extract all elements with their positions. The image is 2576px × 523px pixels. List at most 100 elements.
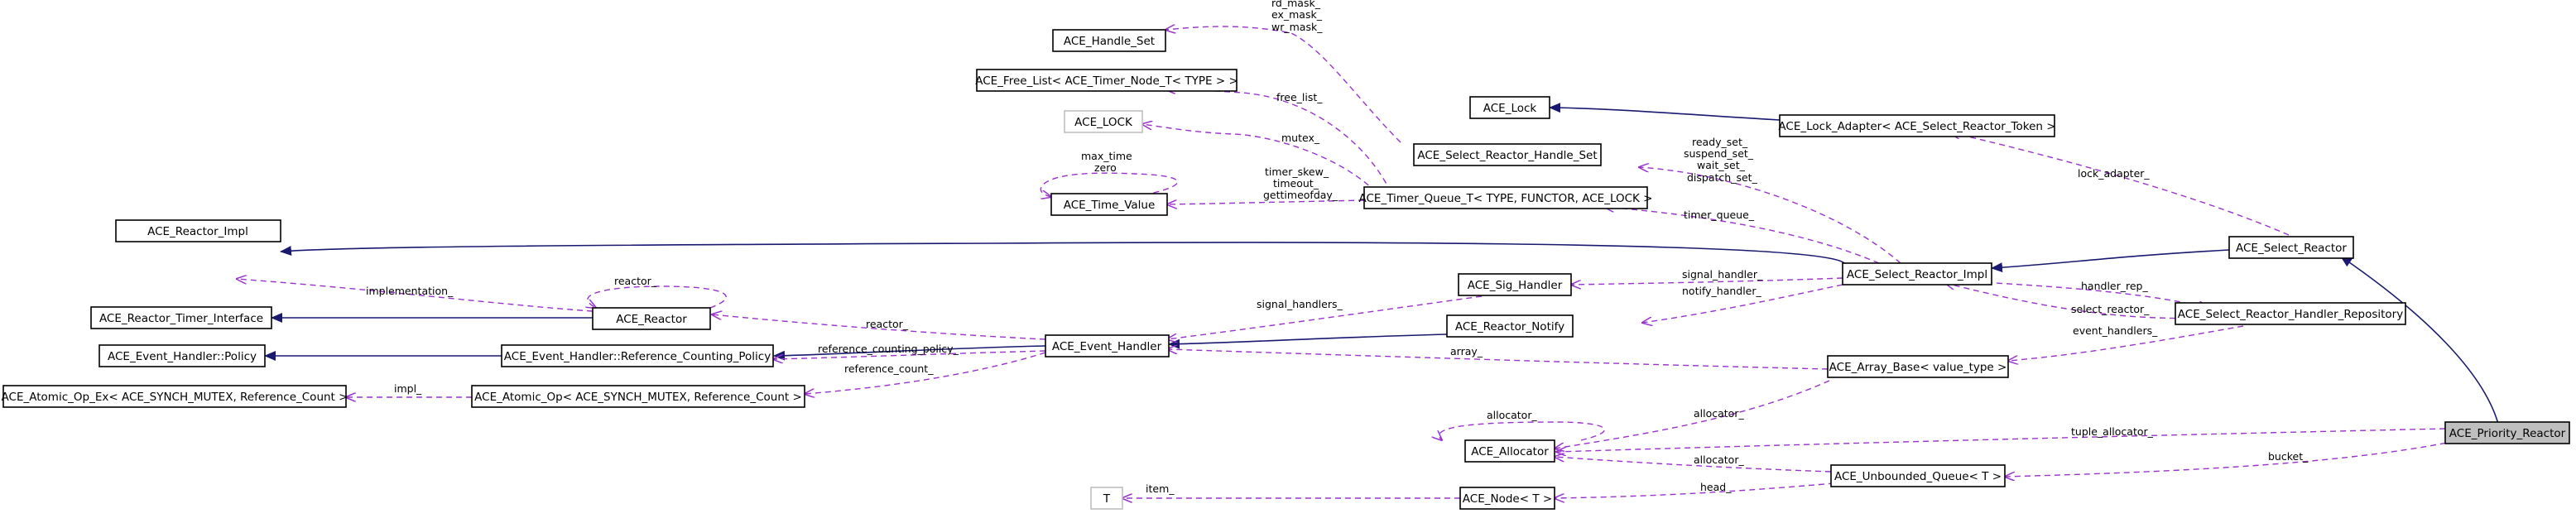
svg-text:ACE_Node< T >: ACE_Node< T > — [1463, 492, 1552, 506]
class-node-ace-event-handler[interactable]: ACE_Event_Handler — [1045, 334, 1170, 357]
edge-allocator-array — [1555, 380, 1830, 449]
label-ready-set: ready_set_ — [1692, 136, 1748, 148]
label-implementation: implementation_ — [366, 285, 454, 297]
class-node-ace-select-reactor-handler-repository[interactable]: ACE_Select_Reactor_Handler_Repository — [2175, 302, 2406, 325]
edge-handle-set-masks — [1165, 26, 1401, 143]
svg-text:ACE_Lock_Adapter< ACE_Select_R: ACE_Lock_Adapter< ACE_Select_Reactor_Tok… — [1778, 120, 2055, 133]
class-node-ace-free-list[interactable]: ACE_Free_List< ACE_Timer_Node_T< TYPE > … — [975, 69, 1238, 92]
class-node-ace-select-reactor-handle-set[interactable]: ACE_Select_Reactor_Handle_Set — [1413, 143, 1602, 166]
label-bucket: bucket_ — [2268, 450, 2309, 463]
label-signal-handlers: signal_handlers_ — [1257, 298, 1343, 310]
class-node-ace-handle-set[interactable]: ACE_Handle_Set — [1052, 29, 1166, 52]
edge-reference-counting-policy — [773, 350, 1046, 359]
label-item: item_ — [1146, 482, 1175, 495]
svg-text:ACE_Atomic_Op< ACE_SYNCH_MUTEX: ACE_Atomic_Op< ACE_SYNCH_MUTEX, Referenc… — [474, 391, 802, 404]
label-free-list: free_list_ — [1276, 91, 1323, 103]
label-gettimeofday: gettimeofday_ — [1263, 189, 1338, 201]
svg-text:ACE_Reactor_Notify: ACE_Reactor_Notify — [1455, 320, 1564, 333]
edge-priority-reactor-to-select-reactor — [2340, 256, 2499, 425]
edge-notify-handler — [1642, 284, 1843, 323]
edge-lock-adapter-to-ace-lock — [1549, 103, 1781, 121]
label-select-reactor: select_reactor_ — [2071, 303, 2150, 315]
class-node-ace-lock-template[interactable]: ACE_LOCK — [1064, 110, 1143, 133]
label-timer-queue: timer_queue_ — [1684, 209, 1755, 221]
svg-text:ACE_Select_Reactor_Handler_Rep: ACE_Select_Reactor_Handler_Repository — [2178, 308, 2403, 321]
edge-select-reactor-impl-to-reactor-impl — [280, 242, 1845, 264]
class-node-ace-atomic-op-ex[interactable]: ACE_Atomic_Op_Ex< ACE_SYNCH_MUTEX, Refer… — [2, 385, 348, 408]
class-node-ace-priority-reactor[interactable]: ACE_Priority_Reactor — [2444, 421, 2570, 444]
edge-bucket — [2005, 436, 2476, 477]
svg-text:ACE_Unbounded_Queue< T >: ACE_Unbounded_Queue< T > — [1834, 470, 2002, 483]
class-node-ace-array-base[interactable]: ACE_Array_Base< value_type > — [1827, 355, 2009, 378]
edge-reference-count — [805, 352, 1046, 394]
edge-tuple-allocator — [1556, 428, 2446, 452]
label-head: head_ — [1700, 481, 1732, 493]
edge-signal-handler — [1571, 277, 1843, 285]
svg-text:ACE_Event_Handler::Reference_C: ACE_Event_Handler::Reference_Counting_Po… — [504, 350, 771, 363]
edge-event-handler-to-reference-counting-policy — [773, 345, 1046, 361]
edge-select-reactor-to-select-reactor-impl — [1991, 249, 2230, 273]
class-node-ace-reference-counting-policy[interactable]: ACE_Event_Handler::Reference_Counting_Po… — [501, 344, 774, 367]
class-node-ace-lock-adapter[interactable]: ACE_Lock_Adapter< ACE_Select_Reactor_Tok… — [1778, 114, 2056, 137]
edges — [237, 26, 2499, 498]
label-array: array_ — [1450, 345, 1483, 357]
class-node-ace-lock[interactable]: ACE_Lock — [1469, 96, 1550, 119]
edge-select-reactor-back — [1945, 283, 2206, 319]
svg-text:ACE_Select_Reactor: ACE_Select_Reactor — [2236, 242, 2347, 255]
svg-text:ACE_Event_Handler::Policy: ACE_Event_Handler::Policy — [108, 350, 257, 363]
class-node-ace-unbounded-queue[interactable]: ACE_Unbounded_Queue< T > — [1830, 464, 2006, 487]
svg-text:ACE_Sig_Handler: ACE_Sig_Handler — [1468, 279, 1563, 292]
edge-time-value-self — [1040, 172, 1178, 197]
label-timer-skew: timer_skew_ — [1265, 166, 1329, 178]
label-reference-counting-policy: reference_counting_policy_ — [818, 343, 959, 355]
label-max-time: max_time — [1081, 150, 1132, 162]
class-node-ace-reactor-timer-interface[interactable]: ACE_Reactor_Timer_Interface — [90, 306, 272, 329]
class-node-ace-select-reactor-impl[interactable]: ACE_Select_Reactor_Impl — [1842, 262, 1992, 285]
class-node-template-t[interactable]: T — [1090, 487, 1123, 510]
svg-text:ACE_Atomic_Op_Ex< ACE_SYNCH_MU: ACE_Atomic_Op_Ex< ACE_SYNCH_MUTEX, Refer… — [2, 391, 348, 404]
svg-text:ACE_Reactor_Impl: ACE_Reactor_Impl — [147, 225, 248, 238]
svg-text:ACE_LOCK: ACE_LOCK — [1074, 116, 1133, 129]
edge-head — [1555, 482, 1835, 498]
class-node-ace-event-handler-policy[interactable]: ACE_Event_Handler::Policy — [99, 344, 266, 367]
svg-text:ACE_Event_Handler: ACE_Event_Handler — [1052, 340, 1162, 353]
label-handler-rep: handler_rep_ — [2081, 280, 2148, 292]
edge-timer-queue — [1604, 207, 1880, 264]
svg-text:ACE_Free_List< ACE_Timer_Node_: ACE_Free_List< ACE_Timer_Node_T< TYPE > … — [975, 74, 1238, 88]
nodes: ACE_Handle_Set ACE_Free_List< ACE_Timer_… — [2, 29, 2570, 510]
svg-text:ACE_Time_Value: ACE_Time_Value — [1064, 199, 1156, 212]
label-reference-count: reference_count_ — [844, 362, 934, 375]
edge-implementation — [237, 279, 594, 312]
class-node-ace-node-t[interactable]: ACE_Node< T > — [1459, 487, 1555, 510]
edge-timer-values — [1167, 199, 1365, 204]
class-node-ace-reactor[interactable]: ACE_Reactor — [592, 307, 711, 330]
label-zero: zero — [1094, 161, 1117, 174]
edge-mutex — [1142, 124, 1377, 193]
class-node-ace-sig-handler[interactable]: ACE_Sig_Handler — [1458, 273, 1572, 296]
svg-text:ACE_Handle_Set: ACE_Handle_Set — [1064, 35, 1155, 48]
class-node-ace-atomic-op[interactable]: ACE_Atomic_Op< ACE_SYNCH_MUTEX, Referenc… — [471, 385, 805, 408]
label-suspend-set: suspend_set_ — [1684, 147, 1754, 160]
svg-text:ACE_Reactor: ACE_Reactor — [616, 313, 687, 326]
class-node-ace-allocator[interactable]: ACE_Allocator — [1464, 439, 1555, 463]
svg-text:T: T — [1103, 492, 1111, 506]
label-timeout: timeout_ — [1273, 177, 1319, 190]
label-impl: impl_ — [394, 382, 422, 395]
svg-text:ACE_Lock: ACE_Lock — [1483, 102, 1537, 115]
class-node-ace-reactor-notify[interactable]: ACE_Reactor_Notify — [1446, 314, 1574, 338]
svg-text:ACE_Allocator: ACE_Allocator — [1471, 445, 1549, 458]
label-allocator-queue: allocator_ — [1694, 453, 1744, 466]
label-rd-mask: rd_mask_ — [1271, 0, 1321, 9]
class-node-ace-select-reactor[interactable]: ACE_Select_Reactor — [2228, 236, 2354, 259]
class-node-ace-reactor-impl[interactable]: ACE_Reactor_Impl — [115, 219, 281, 242]
svg-text:ACE_Timer_Queue_T< TYPE, FUNCT: ACE_Timer_Queue_T< TYPE, FUNCTOR, ACE_LO… — [1359, 192, 1653, 205]
label-lock-adapter: lock_adapter_ — [2078, 167, 2150, 180]
edge-lock-adapter — [1950, 132, 2290, 236]
label-mutex: mutex_ — [1281, 132, 1320, 144]
label-signal-handler: signal_handler_ — [1682, 268, 1763, 281]
svg-text:ACE_Select_Reactor_Handle_Set: ACE_Select_Reactor_Handle_Set — [1417, 149, 1597, 162]
label-reactor: reactor_ — [866, 318, 909, 330]
class-node-ace-timer-queue[interactable]: ACE_Timer_Queue_T< TYPE, FUNCTOR, ACE_LO… — [1359, 186, 1653, 209]
class-node-ace-time-value[interactable]: ACE_Time_Value — [1050, 193, 1168, 216]
